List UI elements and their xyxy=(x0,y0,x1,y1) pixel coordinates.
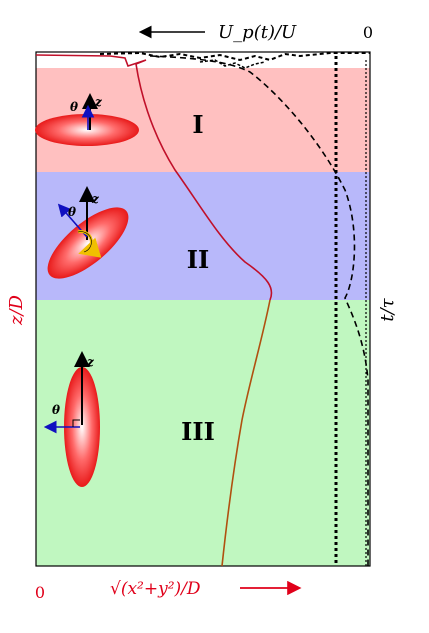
velocity-dashed-curve xyxy=(149,55,369,566)
schematic-region-II: θ z xyxy=(47,186,129,279)
z-label: z xyxy=(86,355,95,369)
left-axis-label: z/D xyxy=(6,294,27,326)
top-axis-zero: 0 xyxy=(363,23,373,42)
bottom-axis-label: √(x²+y²)/D xyxy=(110,579,201,599)
plot-frame xyxy=(35,51,371,567)
top-axis-label: U_p(t)/U xyxy=(218,22,297,43)
theta-label: θ xyxy=(52,403,60,417)
schematic-region-III: θ z xyxy=(43,351,100,487)
z-label: z xyxy=(94,95,103,109)
region-I-label: I xyxy=(192,110,203,139)
particle-ellipse-III xyxy=(64,367,100,487)
bottom-axis-origin: 0 xyxy=(35,583,45,602)
trajectory-curve xyxy=(35,54,273,301)
right-axis-label: t/τ xyxy=(377,297,398,321)
rotation-arrow-outline xyxy=(77,231,92,253)
trajectory-curve-lower xyxy=(221,299,271,567)
theta-label: θ xyxy=(68,205,76,219)
velocity-noise-2 xyxy=(199,59,266,69)
region-II-label: II xyxy=(187,245,209,274)
z-label: z xyxy=(91,192,100,206)
right-angle-mark xyxy=(72,419,80,427)
bottom-axis-annotation: 0 √(x²+y²)/D xyxy=(35,579,302,602)
top-axis-annotation: U_p(t)/U 0 xyxy=(138,22,373,43)
velocity-noise xyxy=(99,51,370,62)
theta-label: θ xyxy=(70,100,78,114)
particle-ellipse-I xyxy=(35,114,139,146)
region-III-label: III xyxy=(181,417,215,446)
schematic-region-I: θ z xyxy=(35,93,139,146)
